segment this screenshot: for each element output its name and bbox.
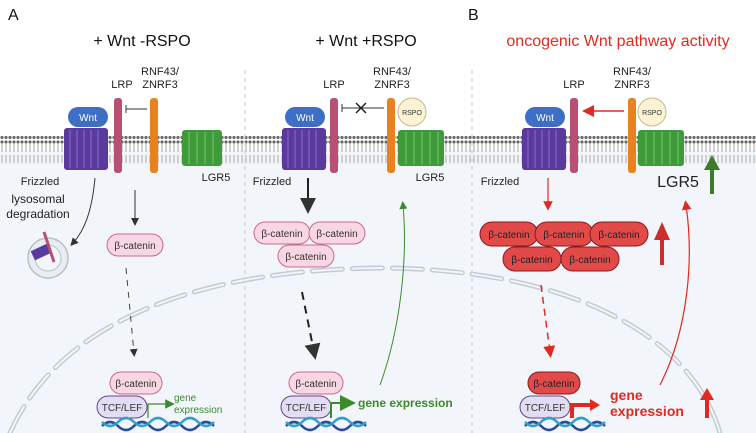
lgr5-label: LGR5	[416, 172, 445, 184]
rnf43-znrf3	[387, 98, 395, 173]
beta-catenin-label: β-catenin	[488, 230, 529, 241]
lysosomal-label-2: degradation	[6, 207, 69, 221]
gene-label: gene	[610, 387, 643, 403]
beta-catenin-label: β-catenin	[114, 241, 155, 252]
beta-catenin-label: β-catenin	[598, 230, 639, 241]
gene-label: gene	[174, 393, 197, 404]
catenin-increase-arrow	[654, 222, 670, 265]
rspo-label: RSPO	[642, 110, 662, 117]
rnf43-znrf3	[150, 98, 158, 173]
dna-strand-2	[524, 416, 606, 428]
nuclear-envelope-inner	[9, 266, 721, 433]
rspo-label: RSPO	[402, 110, 422, 117]
rnf43-label-2: ZNRF3	[614, 79, 649, 91]
lgr5-label: LGR5	[202, 172, 231, 184]
nuclear-translocation-arrow	[301, 291, 321, 360]
beta-catenin-label: β-catenin	[569, 255, 610, 266]
rspo-ligand	[397, 97, 427, 127]
nuclear-beta-catenin	[288, 371, 344, 395]
lrp-coreceptor	[114, 98, 122, 173]
block-x-icon	[355, 102, 367, 114]
beta-catenin-label: β-catenin	[511, 255, 552, 266]
frizzled-receptor	[522, 128, 566, 170]
transcription-arrow	[330, 395, 356, 418]
beta-catenin-label: β-catenin	[316, 229, 357, 240]
nuclear-translocation-arrow	[125, 267, 138, 357]
expression-label: expression	[174, 405, 222, 416]
frizzled-label: Frizzled	[21, 176, 60, 188]
tcf-lef-label: TCF/LEF	[525, 403, 566, 414]
wnt-ligand	[285, 107, 325, 127]
nuclear-beta-catenin-label: β-catenin	[295, 379, 336, 390]
beta-catenin-cluster: β-catenin β-catenin β-catenin β-catenin …	[479, 221, 649, 272]
rnf43-label-1: RNF43/	[373, 66, 412, 78]
frizzled-label: Frizzled	[481, 176, 520, 188]
panel-2-title: + Wnt +RSPO	[315, 33, 416, 50]
wnt-label: Wnt	[296, 113, 314, 124]
rnf43-label-1: RNF43/	[141, 66, 180, 78]
beta-catenin	[277, 244, 335, 268]
rnf43-znrf3	[628, 98, 636, 173]
degraded-lrp	[42, 231, 56, 263]
panel-3: LRP RNF43/ ZNRF3 Wnt Frizzled RSPO LGR5 …	[479, 66, 720, 432]
nuclear-beta-catenin	[109, 371, 163, 395]
beta-catenin	[308, 221, 366, 245]
lrp-coreceptor	[570, 98, 578, 173]
lrp-coreceptor	[330, 98, 338, 173]
lgr5-feedback-arrow	[379, 201, 408, 386]
expression-label: expression	[610, 403, 684, 419]
tcf-lef-label: TCF/LEF	[286, 403, 327, 414]
degraded-frizzled	[30, 243, 52, 261]
dna-strand-2	[101, 416, 215, 428]
lrp-label: LRP	[111, 79, 132, 91]
dna-strand-2	[285, 416, 367, 428]
lrp-label: LRP	[563, 79, 584, 91]
lrp-label: LRP	[323, 79, 344, 91]
rnf43-label-2: ZNRF3	[374, 79, 409, 91]
lysosomal-label-1: lysosomal	[11, 192, 64, 206]
rnf43-label-2: ZNRF3	[142, 79, 177, 91]
nuclear-beta-catenin-label: β-catenin	[115, 379, 156, 390]
expression-increase-arrow	[700, 388, 714, 418]
panel-3-title: oncogenic Wnt pathway activity	[506, 33, 729, 50]
wnt-label: Wnt	[536, 113, 554, 124]
dna-strand-1	[101, 420, 215, 432]
lgr5-receptor	[398, 130, 444, 166]
nuclear-beta-catenin	[527, 371, 581, 395]
frizzled-receptor	[64, 128, 108, 170]
degradation-arrow	[70, 177, 96, 246]
transcription-arrow	[147, 399, 175, 418]
transcription-arrow	[570, 403, 590, 418]
wnt-ligand	[525, 107, 565, 127]
beta-catenin-label: β-catenin	[543, 230, 584, 241]
frizzled-label: Frizzled	[253, 176, 292, 188]
lgr5-increase-arrow	[704, 155, 720, 194]
panel-2: LRP RNF43/ ZNRF3 Wnt Frizzled RSPO LGR5 …	[253, 66, 453, 432]
panel-label-a: A	[8, 7, 19, 24]
wnt-label: Wnt	[79, 113, 97, 124]
panel-1: LRP RNF43/ ZNRF3 Wnt Frizzled LGR5 lysos…	[6, 66, 231, 432]
lgr5-receptor	[638, 130, 684, 166]
lgr5-label-large: LGR5	[657, 174, 699, 191]
panel-1-title: + Wnt -RSPO	[93, 33, 190, 50]
lgr5-feedback-arrow	[659, 200, 692, 386]
wnt-ligand	[68, 107, 108, 127]
beta-catenin	[106, 233, 164, 257]
beta-catenin-label: β-catenin	[261, 229, 302, 240]
lgr5-receptor	[182, 130, 222, 166]
beta-catenin-label: β-catenin	[285, 252, 326, 263]
nuclear-beta-catenin-label: β-catenin	[533, 379, 574, 390]
gene-expression-label: gene expression	[358, 396, 453, 410]
rspo-ligand	[637, 97, 667, 127]
frizzled-receptor	[282, 128, 326, 170]
rnf43-label-1: RNF43/	[613, 66, 652, 78]
panel-label-b: B	[468, 7, 479, 24]
tcf-lef-label: TCF/LEF	[102, 403, 143, 414]
